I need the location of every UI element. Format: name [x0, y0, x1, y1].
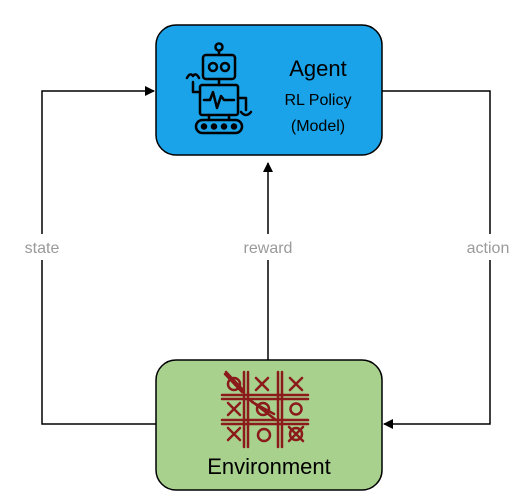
- agent-subtitle-line2: (Model): [291, 118, 345, 135]
- reward-label: reward: [244, 240, 293, 257]
- tic-tac-toe-icon: [220, 370, 310, 449]
- agent-title: Agent: [289, 56, 347, 81]
- environment-title: Environment: [207, 454, 331, 479]
- action-label: action: [467, 240, 510, 257]
- robot-icon: [185, 42, 253, 135]
- environment-node: Environment: [155, 359, 383, 491]
- agent-subtitle-line1: RL Policy: [285, 92, 352, 109]
- agent-node: Agent RL Policy (Model): [155, 24, 383, 156]
- state-label: state: [25, 240, 60, 257]
